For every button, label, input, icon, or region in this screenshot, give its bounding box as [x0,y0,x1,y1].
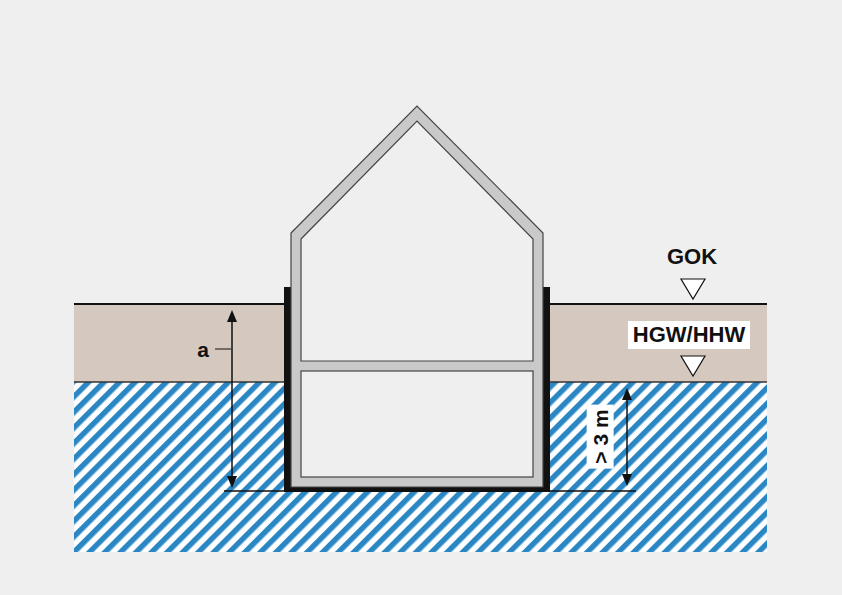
upper-room [301,121,533,361]
arrowhead [622,388,632,400]
dimension-label: a [197,339,209,360]
leader-line [215,349,231,350]
basement-room [301,371,533,477]
arrowhead [622,474,632,486]
dimension-label: > 3 m [586,404,613,468]
arrowhead [227,310,237,322]
level-label: GOK [667,246,717,268]
level-marker [681,356,705,376]
level-marker [681,279,705,299]
base-line [224,490,636,492]
dimension-line [231,318,233,480]
dimension-line [626,396,628,478]
level-label: HGW/HHW [628,321,750,349]
house-shell [291,106,543,487]
arrowhead [227,476,237,488]
